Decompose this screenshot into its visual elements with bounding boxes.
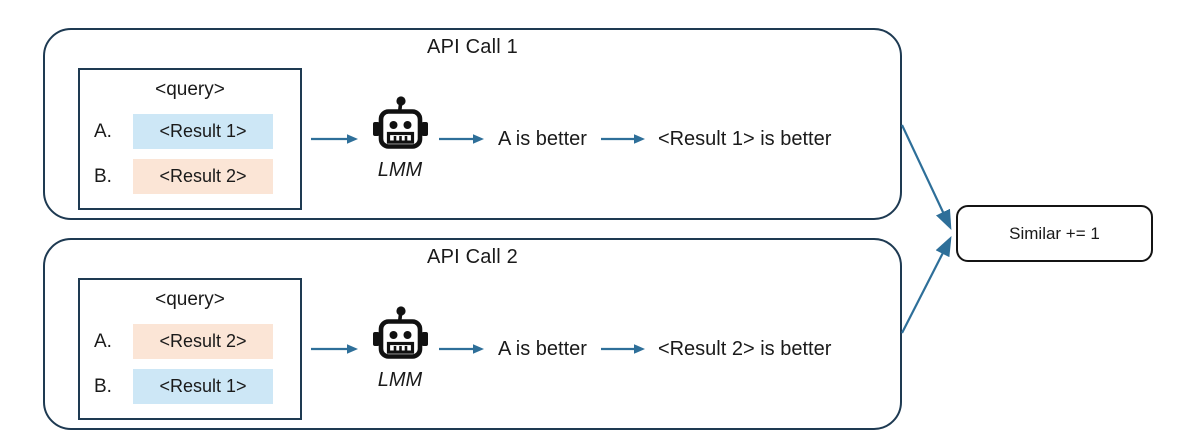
prompt-box: <query> A. <Result 1> B. <Result 2>	[78, 68, 302, 210]
query-placeholder: <query>	[155, 79, 225, 100]
option-row-b: B. <Result 2>	[94, 159, 300, 194]
api-call-2-flow: <query> A. <Result 2> B. <Result 1>	[78, 276, 888, 422]
arrow-right-icon	[439, 134, 484, 144]
option-label-a: A.	[94, 120, 112, 142]
conclusion-text: <Result 2> is better	[657, 337, 832, 360]
option-label-b: B.	[94, 375, 112, 397]
lmm-model: LMM	[372, 96, 428, 182]
api-call-2-title: API Call 2	[427, 246, 518, 268]
option-label-a: A.	[94, 330, 112, 352]
arrow-right-icon	[439, 344, 484, 354]
converging-arrows	[901, 124, 952, 334]
arrow-right-icon	[311, 344, 358, 354]
verdict-text: A is better	[498, 127, 587, 150]
conclusion-text: <Result 1> is better	[657, 127, 832, 150]
arrow-right-icon	[600, 344, 645, 354]
similar-counter-box: Similar += 1	[956, 205, 1153, 262]
option-value-a: <Result 1>	[133, 114, 273, 149]
option-row-b: B. <Result 1>	[94, 369, 300, 404]
api-call-1-container: API Call 1 <query> A. <Result 1> B. <Res…	[43, 28, 902, 220]
robot-icon	[373, 306, 428, 359]
option-row-a: A. <Result 2>	[94, 324, 300, 359]
verdict-text: A is better	[498, 337, 587, 360]
lmm-model: LMM	[372, 306, 428, 392]
api-call-1-flow: <query> A. <Result 1> B. <Result 2>	[78, 66, 888, 212]
option-label-b: B.	[94, 165, 112, 187]
lmm-label: LMM	[377, 159, 423, 181]
api-call-1-title: API Call 1	[427, 36, 518, 58]
option-value-b: <Result 1>	[133, 369, 273, 404]
option-value-b: <Result 2>	[133, 159, 273, 194]
robot-icon	[373, 96, 428, 149]
option-value-a: <Result 2>	[133, 324, 273, 359]
api-call-2-container: API Call 2 <query> A. <Result 2> B. <Res…	[43, 238, 902, 430]
prompt-box: <query> A. <Result 2> B. <Result 1>	[78, 278, 302, 420]
lmm-label: LMM	[377, 369, 423, 391]
arrow-right-icon	[311, 134, 358, 144]
option-row-a: A. <Result 1>	[94, 114, 300, 149]
query-placeholder: <query>	[155, 289, 225, 310]
arrow-right-icon	[600, 134, 645, 144]
